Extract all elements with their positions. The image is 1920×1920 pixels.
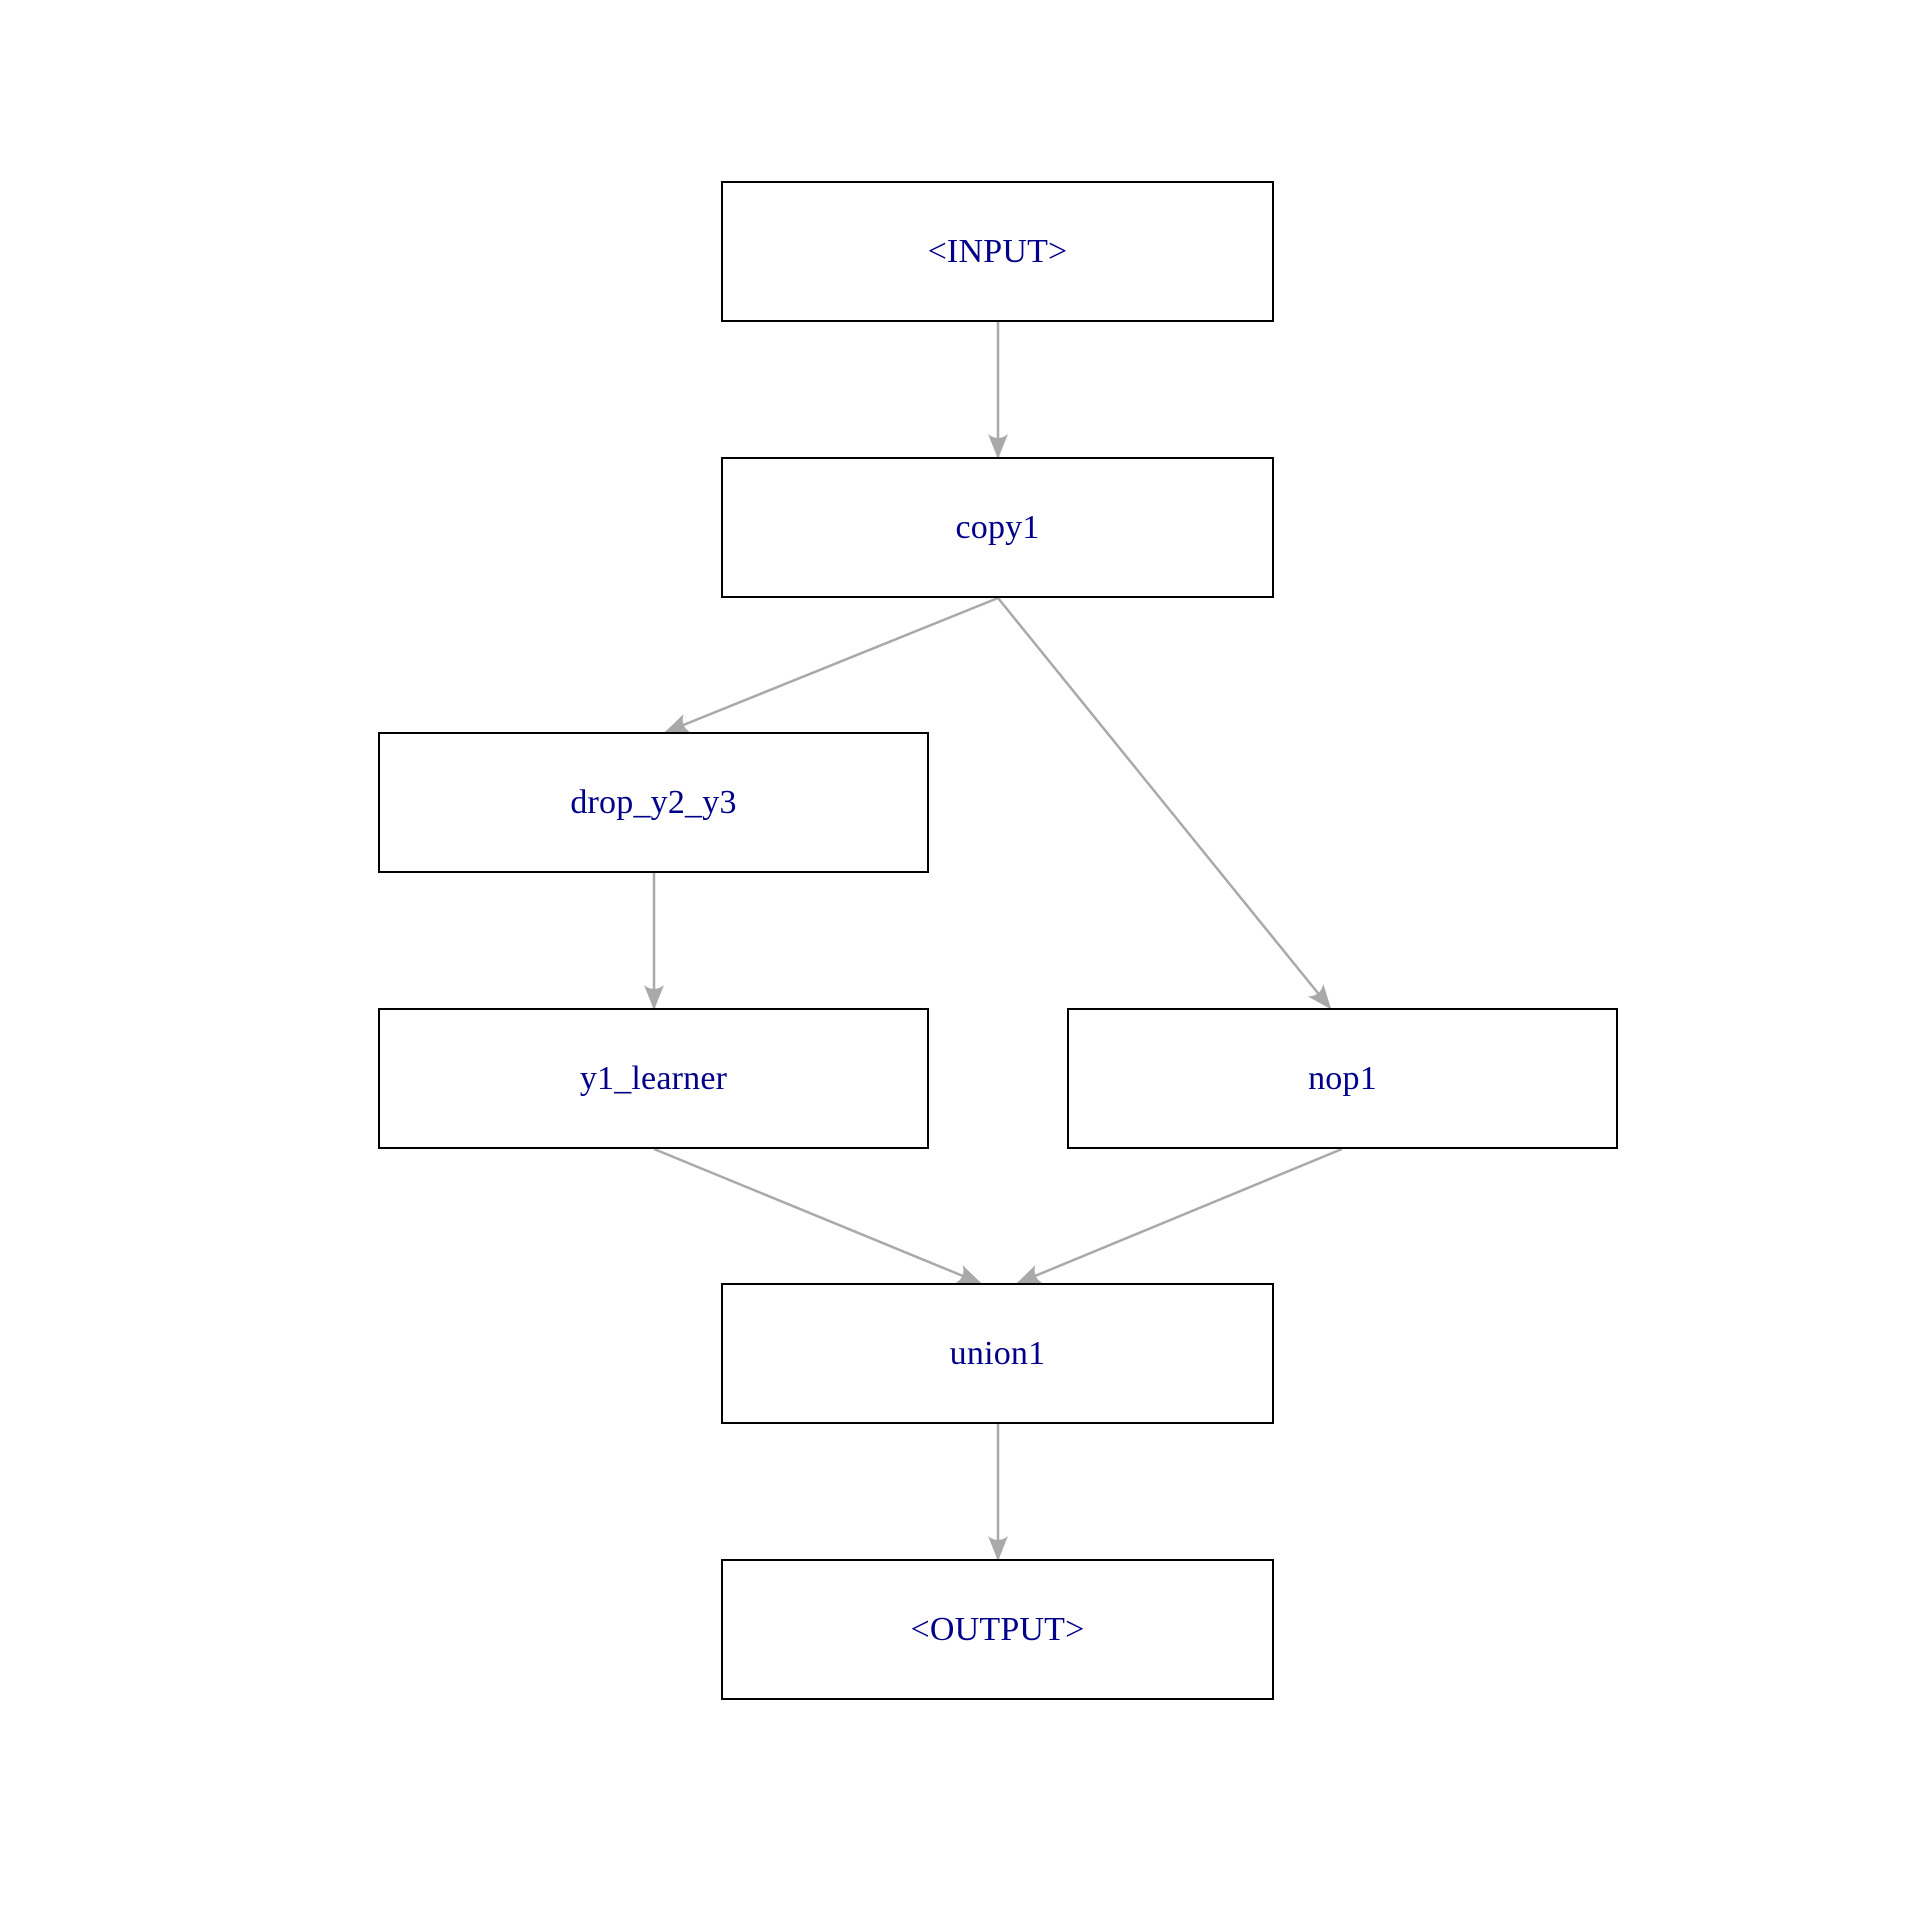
- node-input[interactable]: <INPUT>: [721, 181, 1274, 322]
- edge-copy1-to-drop_y2_y3: [664, 596, 999, 734]
- edge-y1_learner-to-union1: [653, 1147, 982, 1285]
- node-copy1[interactable]: copy1: [721, 457, 1274, 598]
- node-union1-label: union1: [949, 1334, 1046, 1372]
- node-y1-learner[interactable]: y1_learner: [378, 1008, 929, 1149]
- node-y1-learner-label: y1_learner: [579, 1059, 728, 1097]
- node-nop1-label: nop1: [1308, 1059, 1377, 1097]
- node-copy1-label: copy1: [955, 508, 1040, 546]
- node-output-label: <OUTPUT>: [910, 1610, 1085, 1648]
- node-input-label: <INPUT>: [927, 232, 1068, 270]
- node-union1[interactable]: union1: [721, 1283, 1274, 1424]
- node-output[interactable]: <OUTPUT>: [721, 1559, 1274, 1700]
- edge-copy1-to-nop1: [997, 597, 1332, 1010]
- node-nop1[interactable]: nop1: [1067, 1008, 1618, 1149]
- node-drop-y2-y3-label: drop_y2_y3: [570, 783, 737, 821]
- node-drop-y2-y3[interactable]: drop_y2_y3: [378, 732, 929, 873]
- edge-nop1-to-union1: [1016, 1147, 1343, 1285]
